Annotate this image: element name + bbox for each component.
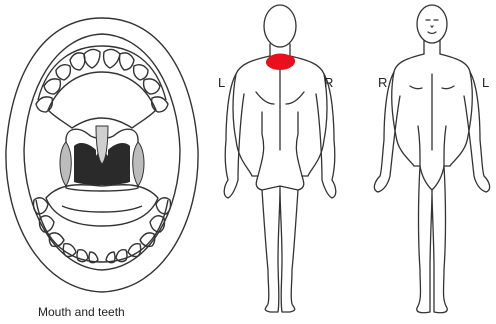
front-right-arm — [374, 72, 400, 192]
front-view-left-label: R — [378, 76, 387, 89]
front-head — [417, 5, 447, 43]
front-left-arm — [464, 72, 490, 192]
front-legs — [417, 166, 448, 313]
front-view-right-label: L — [482, 76, 489, 89]
